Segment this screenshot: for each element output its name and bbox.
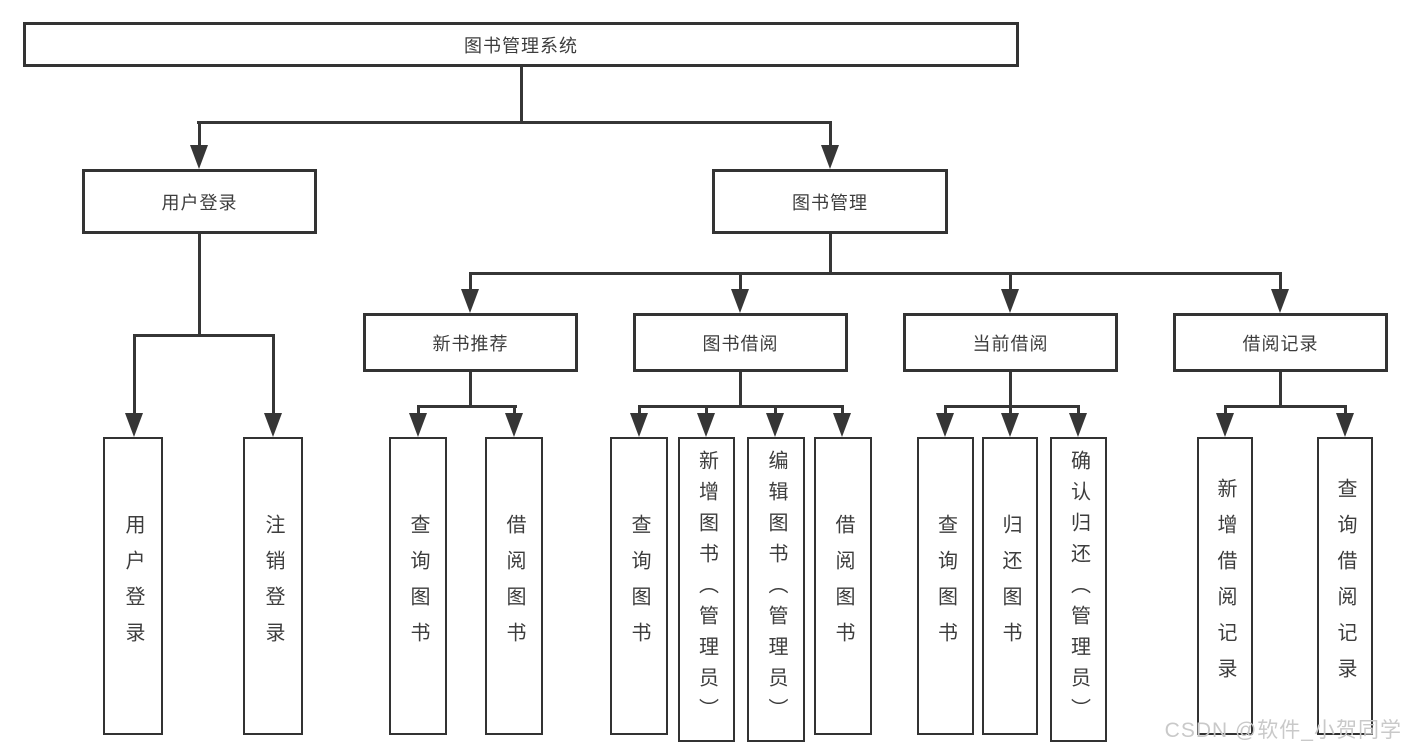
arrowhead-down-icon: [1336, 413, 1354, 437]
connector-line: [829, 234, 832, 275]
node-borrow-record-label: 借阅记录: [1242, 333, 1319, 354]
arrowhead-down-icon: [936, 413, 954, 437]
connector-line: [417, 405, 517, 408]
connector-line: [638, 405, 641, 417]
node-book-management: 图书管理: [712, 169, 948, 234]
arrowhead-down-icon: [630, 413, 648, 437]
leaf-query-borrow-record: 查询借阅记录: [1317, 437, 1373, 735]
arrowhead-down-icon: [505, 413, 523, 437]
leaf-query-books-3: 查询图书: [917, 437, 974, 735]
leaf-query-books-1: 查询图书: [389, 437, 447, 735]
leaf-borrow-books-2: 借阅图书: [814, 437, 872, 735]
connector-line: [198, 234, 201, 337]
node-borrow-record: 借阅记录: [1173, 313, 1388, 372]
leaf-add-books-admin-label: 新增图书（管理员）: [695, 450, 718, 729]
connector-line: [1344, 405, 1347, 417]
connector-line: [944, 405, 1080, 408]
connector-line: [513, 405, 516, 417]
leaf-edit-books-admin: 编辑图书（管理员）: [747, 437, 805, 742]
node-user-login: 用户登录: [82, 169, 317, 234]
arrowhead-down-icon: [1069, 413, 1087, 437]
leaf-add-borrow-record-label: 新增借阅记录: [1214, 478, 1236, 694]
arrowhead-down-icon: [264, 413, 282, 437]
connector-line: [197, 121, 832, 124]
leaf-borrow-books-2-label: 借阅图书: [832, 514, 854, 658]
connector-line: [841, 405, 844, 417]
csdn-watermark: CSDN @软件_小贺同学: [1164, 719, 1402, 742]
leaf-borrow-books-1: 借阅图书: [485, 437, 543, 735]
node-book-borrow: 图书借阅: [633, 313, 848, 372]
connector-line: [133, 334, 136, 416]
leaf-logout: 注销登录: [243, 437, 303, 735]
leaf-add-borrow-record: 新增借阅记录: [1197, 437, 1253, 735]
leaf-return-books: 归还图书: [982, 437, 1038, 735]
leaf-confirm-return-admin-label: 确认归还（管理员）: [1067, 450, 1090, 729]
arrowhead-down-icon: [409, 413, 427, 437]
leaf-edit-books-admin-label: 编辑图书（管理员）: [765, 450, 787, 729]
leaf-confirm-return-admin: 确认归还（管理员）: [1050, 437, 1107, 742]
leaf-user-login: 用户登录: [103, 437, 163, 735]
leaf-return-books-label: 归还图书: [999, 514, 1021, 658]
node-current-borrow-label: 当前借阅: [972, 333, 1049, 354]
arrowhead-down-icon: [821, 145, 839, 169]
connector-line: [1279, 272, 1282, 293]
leaf-query-books-1-label: 查询图书: [407, 514, 429, 658]
connector-line: [198, 121, 201, 148]
node-new-book-recommend-label: 新书推荐: [432, 333, 509, 354]
connector-line: [739, 372, 742, 408]
arrowhead-down-icon: [125, 413, 143, 437]
leaf-borrow-books-1-label: 借阅图书: [503, 514, 525, 658]
arrowhead-down-icon: [833, 413, 851, 437]
node-root: 图书管理系统: [23, 22, 1019, 67]
arrowhead-down-icon: [697, 413, 715, 437]
arrowhead-down-icon: [1271, 289, 1289, 313]
arrowhead-down-icon: [1001, 289, 1019, 313]
node-new-book-recommend: 新书推荐: [363, 313, 578, 372]
connector-line: [739, 272, 742, 293]
connector-line: [705, 405, 708, 417]
node-book-management-label: 图书管理: [792, 192, 868, 213]
node-root-label: 图书管理系统: [464, 35, 578, 56]
connector-line: [469, 272, 1282, 275]
connector-line: [944, 405, 947, 417]
arrowhead-down-icon: [461, 289, 479, 313]
connector-line: [272, 334, 275, 416]
arrowhead-down-icon: [731, 289, 749, 313]
connector-line: [417, 405, 420, 417]
connector-line: [1009, 405, 1012, 417]
connector-line: [1009, 272, 1012, 293]
node-book-borrow-label: 图书借阅: [702, 333, 779, 354]
leaf-logout-label: 注销登录: [262, 514, 284, 658]
leaf-query-borrow-record-label: 查询借阅记录: [1334, 478, 1356, 694]
connector-line: [520, 67, 523, 124]
arrowhead-down-icon: [190, 145, 208, 169]
node-current-borrow: 当前借阅: [903, 313, 1118, 372]
connector-line: [133, 334, 275, 337]
connector-line: [1077, 405, 1080, 417]
connector-line: [1279, 372, 1282, 408]
connector-line: [1009, 372, 1012, 408]
leaf-add-books-admin: 新增图书（管理员）: [678, 437, 735, 742]
leaf-query-books-2-label: 查询图书: [628, 514, 650, 658]
connector-line: [1224, 405, 1347, 408]
leaf-query-books-2: 查询图书: [610, 437, 668, 735]
connector-line: [829, 121, 832, 148]
connector-line: [469, 372, 472, 408]
node-user-login-label: 用户登录: [161, 192, 238, 213]
connector-line: [774, 405, 777, 417]
leaf-query-books-3-label: 查询图书: [934, 514, 957, 658]
arrowhead-down-icon: [766, 413, 784, 437]
connector-line: [469, 272, 472, 293]
leaf-user-login-label: 用户登录: [122, 514, 144, 658]
arrowhead-down-icon: [1001, 413, 1019, 437]
connector-line: [638, 405, 844, 408]
arrowhead-down-icon: [1216, 413, 1234, 437]
connector-line: [1224, 405, 1227, 417]
